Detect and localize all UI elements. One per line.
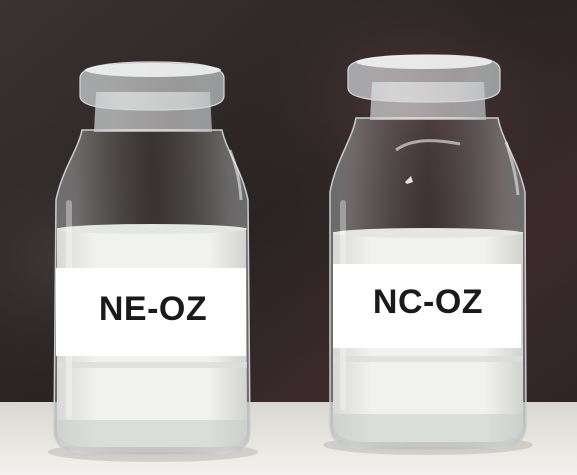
label-right-paper bbox=[333, 264, 521, 348]
bottle-left bbox=[48, 61, 258, 462]
bottle-right bbox=[323, 54, 533, 455]
bottle-label-right: NC-OZ bbox=[372, 283, 484, 321]
bottle-label-left: NE-OZ bbox=[98, 290, 208, 328]
label-left-paper bbox=[56, 268, 246, 356]
